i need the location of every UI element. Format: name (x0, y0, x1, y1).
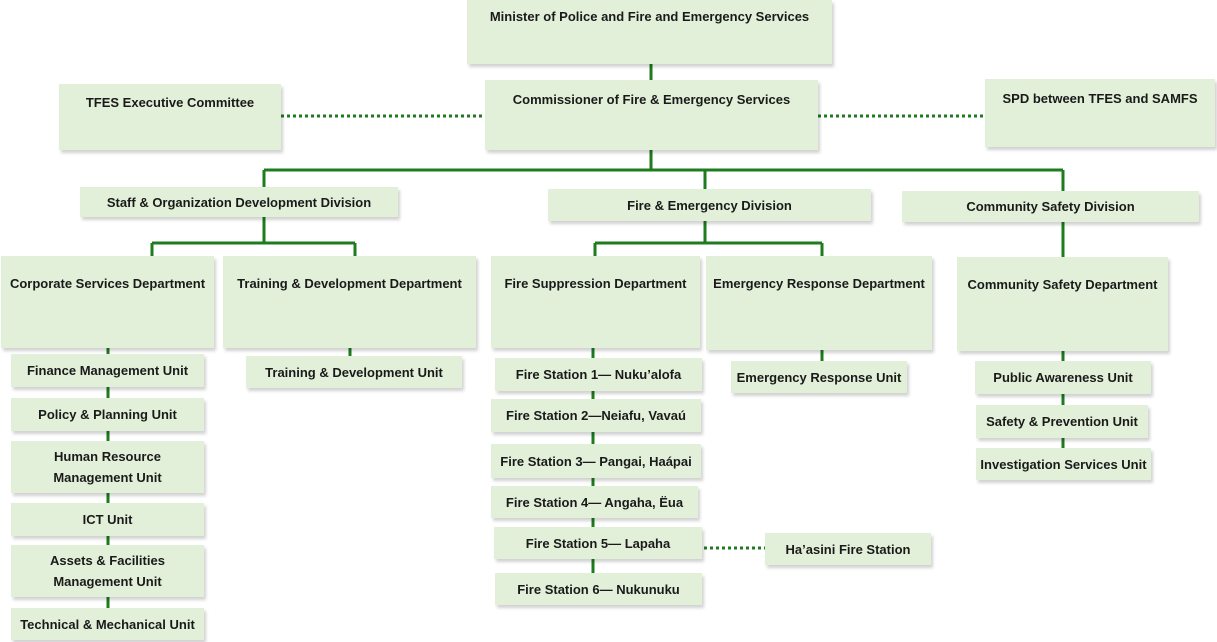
safety-prevention-unit-box: Safety & Prevention Unit (976, 405, 1148, 438)
training-unit-box: Training & Development Unit (246, 356, 462, 388)
fire-station-2-label: Fire Station 2—Neiafu, Vavaú (506, 408, 686, 423)
executive-committee-box: TFES Executive Committee (59, 84, 281, 150)
technical-unit-label: Technical & Mechanical Unit (20, 616, 195, 632)
ict-unit-box: ICT Unit (11, 503, 204, 536)
minister-label: Minister of Police and Fire and Emergenc… (489, 9, 810, 24)
commissioner-label: Commissioner of Fire & Emergency Service… (512, 92, 791, 107)
training-department-box: Training & Development Department (223, 256, 476, 348)
fire-station-3-box: Fire Station 3— Pangai, Haápai (491, 444, 701, 478)
training-department-label: Training & Development Department (237, 276, 462, 291)
haasini-station-label: Ha’asini Fire Station (785, 541, 911, 557)
spd-label: SPD between TFES and SAMFS (1002, 91, 1198, 106)
fire-station-2-box: Fire Station 2—Neiafu, Vavaú (491, 399, 701, 432)
emergency-unit-label: Emergency Response Unit (736, 369, 902, 385)
fire-division-box: Fire & Emergency Division (548, 189, 871, 221)
fire-station-1-label: Fire Station 1— Nuku’alofa (515, 367, 682, 382)
community-department-box: Community Safety Department (957, 257, 1168, 351)
safety-prevention-unit-label: Safety & Prevention Unit (986, 414, 1138, 429)
suppression-department-label: Fire Suppression Department (504, 276, 687, 291)
executive-committee-label: TFES Executive Committee (85, 95, 255, 110)
finance-unit-label: Finance Management Unit (26, 363, 189, 378)
corporate-department-box: Corporate Services Department (1, 256, 214, 348)
fire-station-5-box: Fire Station 5— Lapaha (494, 527, 702, 559)
fire-station-6-label: Fire Station 6— Nukunuku (517, 581, 680, 597)
ict-unit-label: ICT Unit (82, 512, 133, 527)
haasini-station-box: Ha’asini Fire Station (765, 533, 931, 565)
technical-unit-box: Technical & Mechanical Unit (11, 608, 204, 640)
staff-division-box: Staff & Organization Development Divisio… (80, 187, 398, 217)
staff-division-label: Staff & Organization Development Divisio… (106, 194, 372, 210)
fire-station-3-label: Fire Station 3— Pangai, Haápai (500, 453, 692, 469)
assets-unit-line-2: Management Unit (53, 574, 162, 589)
emergency-department-box: Emergency Response Department (706, 256, 932, 350)
community-department-label: Community Safety Department (967, 277, 1158, 292)
training-unit-label: Training & Development Unit (265, 364, 443, 380)
fire-station-1-box: Fire Station 1— Nuku’alofa (495, 358, 702, 391)
spd-box: SPD between TFES and SAMFS (985, 79, 1215, 147)
finance-unit-box: Finance Management Unit (11, 354, 204, 387)
emergency-unit-box: Emergency Response Unit (731, 361, 907, 393)
fire-station-5-label: Fire Station 5— Lapaha (525, 535, 671, 551)
policy-unit-box: Policy & Planning Unit (11, 398, 204, 431)
hr-unit-line-1: Human Resource (54, 449, 161, 464)
commissioner-box: Commissioner of Fire & Emergency Service… (485, 80, 818, 150)
community-division-box: Community Safety Division (902, 191, 1199, 222)
minister-box: Minister of Police and Fire and Emergenc… (467, 0, 832, 64)
assets-unit-line-1: Assets & Facilities (50, 553, 165, 568)
suppression-department-box: Fire Suppression Department (491, 256, 700, 348)
public-awareness-unit-label: Public Awareness Unit (993, 370, 1133, 385)
investigation-unit-box: Investigation Services Unit (976, 448, 1151, 480)
fire-station-6-box: Fire Station 6— Nukunuku (495, 573, 702, 605)
emergency-department-label: Emergency Response Department (713, 276, 925, 291)
public-awareness-unit-box: Public Awareness Unit (975, 361, 1151, 394)
corporate-department-label: Corporate Services Department (9, 276, 206, 291)
policy-unit-label: Policy & Planning Unit (38, 407, 177, 422)
fire-station-4-box: Fire Station 4— Angaha, Ëua (491, 486, 698, 518)
fire-station-4-label: Fire Station 4— Angaha, Ëua (505, 494, 684, 510)
fire-division-label: Fire & Emergency Division (627, 197, 792, 213)
hr-unit-line-2: Management Unit (53, 470, 162, 485)
investigation-unit-label: Investigation Services Unit (980, 456, 1147, 472)
community-division-label: Community Safety Division (966, 199, 1135, 214)
